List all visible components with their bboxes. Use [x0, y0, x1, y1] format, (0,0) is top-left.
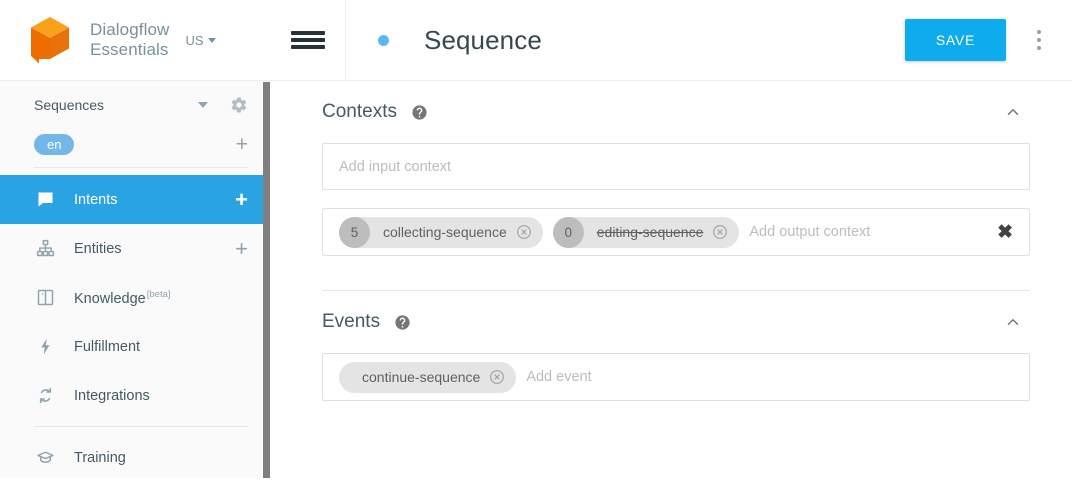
agent-name: Sequences — [34, 97, 105, 113]
context-chip-label: collecting-sequence — [383, 224, 507, 240]
remove-circle-icon[interactable] — [489, 369, 505, 385]
event-chips: continue-sequence Add event — [339, 361, 1013, 393]
input-context-field[interactable]: Add input context — [322, 143, 1030, 190]
page-title: Sequence — [424, 24, 542, 55]
help-circle-icon[interactable] — [411, 104, 428, 121]
add-language-plus-icon[interactable]: + — [235, 132, 248, 156]
chevron-up-icon[interactable] — [1004, 313, 1022, 331]
speech-bubble-icon — [34, 189, 56, 211]
sidebar-item-integrations[interactable]: Integrations — [0, 371, 270, 420]
intent-editor-content: Contexts Add input context — [270, 81, 1072, 401]
events-title: Events — [322, 311, 381, 332]
sidebar-item-knowledge[interactable]: Knowledge[beta] — [0, 273, 270, 322]
input-context-placeholder: Add input context — [339, 158, 452, 175]
context-lifespan-badge: 5 — [339, 216, 370, 248]
output-context-placeholder: Add output context — [749, 224, 871, 240]
sidebar-item-label: Knowledge[beta] — [74, 289, 248, 307]
topbar-actions: SAVE — [904, 19, 1072, 61]
language-row: en + — [0, 125, 270, 163]
sidebar-item-training[interactable]: Training — [0, 433, 270, 482]
help-circle-icon[interactable] — [394, 314, 411, 331]
sidebar-item-fulfillment[interactable]: Fulfillment — [0, 322, 270, 371]
agent-selector[interactable]: Sequences — [0, 85, 270, 125]
save-button[interactable]: SAVE — [904, 19, 1006, 61]
add-intent-plus-icon[interactable]: + — [235, 186, 248, 212]
knowledge-text: Knowledge — [74, 290, 146, 307]
book-icon — [34, 287, 56, 309]
section-divider — [322, 290, 1030, 291]
sidebar-item-label: Entities — [74, 240, 122, 257]
caret-down-icon — [207, 37, 216, 43]
language-chip-en[interactable]: en — [34, 133, 75, 155]
blue-status-dot — [378, 34, 389, 46]
output-context-field[interactable]: 5 collecting-sequence 0 editing-sequence — [322, 208, 1030, 256]
lightning-bolt-icon — [34, 336, 56, 358]
sidebar-item-label: Integrations — [74, 387, 150, 404]
brand-header: Dialogflow Essentials US — [0, 0, 270, 81]
top-bar: Sequence SAVE — [270, 0, 1072, 81]
sidebar: Dialogflow Essentials US Sequences en + — [0, 0, 270, 478]
kebab-menu-icon[interactable] — [1028, 30, 1050, 50]
region-label: US — [185, 32, 204, 48]
event-placeholder: Add event — [526, 369, 592, 385]
remove-circle-icon[interactable] — [712, 224, 728, 240]
sidebar-item-intents[interactable]: Intents + — [0, 175, 270, 224]
refresh-cycle-icon — [34, 385, 56, 407]
event-chip-label: continue-sequence — [362, 369, 481, 385]
graduation-cap-icon — [34, 447, 56, 469]
dialogflow-cube-logo — [26, 15, 74, 65]
region-selector[interactable]: US — [185, 32, 216, 48]
beta-badge: [beta] — [146, 288, 171, 300]
gear-icon[interactable] — [230, 96, 248, 114]
sidebar-item-label: Fulfillment — [74, 338, 141, 355]
brand-line-1: Dialogflow — [90, 20, 170, 39]
sidebar-item-label: Intents — [74, 191, 118, 208]
add-entity-plus-icon[interactable]: + — [235, 235, 248, 261]
context-chip[interactable]: 0 editing-sequence — [552, 216, 740, 248]
output-context-chips: 5 collecting-sequence 0 editing-sequence — [339, 216, 1013, 248]
brand-title: Dialogflow Essentials — [90, 20, 169, 60]
divider — [34, 426, 248, 427]
sidebar-nav: Intents + Entities + — [0, 175, 270, 482]
divider — [34, 167, 248, 168]
events-section-header: Events — [322, 291, 1030, 353]
sidebar-item-label: Training — [74, 449, 126, 466]
main-panel: Sequence SAVE Contexts — [270, 0, 1072, 478]
sidebar-item-entities[interactable]: Entities + — [0, 224, 270, 273]
close-x-icon[interactable]: ✖ — [997, 221, 1013, 243]
contexts-section-header: Contexts — [322, 81, 1030, 143]
chevron-up-icon[interactable] — [1004, 103, 1022, 121]
context-chip-label: editing-sequence — [596, 224, 704, 240]
context-lifespan-badge: 0 — [552, 216, 584, 248]
entity-tree-icon — [34, 238, 56, 260]
remove-circle-icon[interactable] — [516, 224, 532, 240]
events-field[interactable]: continue-sequence Add event — [322, 353, 1030, 401]
contexts-title: Contexts — [322, 101, 397, 122]
event-chip[interactable]: continue-sequence — [339, 361, 517, 393]
context-chip[interactable]: 5 collecting-sequence — [339, 216, 543, 248]
sidebar-scrollbar[interactable] — [263, 82, 270, 478]
hamburger-menu-icon[interactable] — [270, 0, 346, 81]
brand-line-2: Essentials — [90, 40, 169, 59]
caret-down-icon[interactable] — [198, 102, 208, 108]
